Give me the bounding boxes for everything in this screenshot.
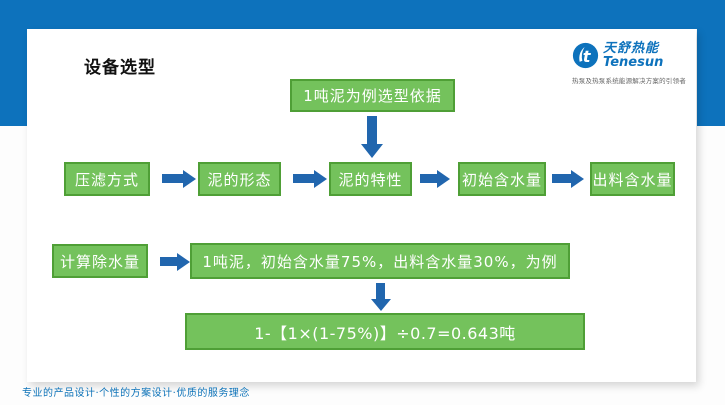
down-arrow-icon bbox=[376, 283, 385, 299]
right-arrow-icon bbox=[160, 257, 177, 266]
logo-tagline: 热泵及热泵系统能源解决方案的引领者 bbox=[572, 77, 686, 85]
flow-node-mud-form: 泥的形态 bbox=[198, 162, 281, 196]
slide-card: 设备选型 t 天舒热能 Tenesun 热泵及热泵系统能源解决方案的引领者 1吨… bbox=[27, 29, 696, 382]
svg-text:t: t bbox=[583, 47, 592, 66]
right-arrow-icon bbox=[293, 174, 314, 183]
flow-node-example: 1吨泥，初始含水量75%，出料含水量30%，为例 bbox=[190, 243, 570, 279]
right-arrow-icon bbox=[552, 174, 571, 183]
right-blue-band bbox=[697, 0, 725, 126]
down-arrow-icon bbox=[367, 116, 377, 144]
flow-node-mud-property: 泥的特性 bbox=[329, 162, 412, 196]
flow-node-basis: 1吨泥为例选型依据 bbox=[290, 79, 455, 112]
flow-node-initial-moisture: 初始含水量 bbox=[458, 162, 546, 196]
flow-node-output-moisture: 出料含水量 bbox=[590, 162, 675, 196]
top-blue-band bbox=[0, 0, 725, 29]
flow-node-calc-dewater: 计算除水量 bbox=[52, 244, 148, 278]
right-arrow-icon bbox=[420, 174, 437, 183]
logo-name-cn: 天舒热能 bbox=[603, 41, 660, 56]
right-arrow-icon bbox=[162, 174, 183, 183]
tenesun-logo-icon: t bbox=[572, 42, 599, 73]
down-arrow-head-icon bbox=[361, 144, 383, 158]
page-title: 设备选型 bbox=[84, 58, 156, 78]
left-blue-band bbox=[0, 0, 27, 126]
logo-name-en: Tenesun bbox=[603, 55, 664, 70]
down-arrow-head-icon bbox=[371, 299, 391, 311]
brand-logo: t 天舒热能 Tenesun 热泵及热泵系统能源解决方案的引领者 bbox=[572, 41, 692, 86]
flow-node-formula: 1-【1×(1-75%)】÷0.7=0.643吨 bbox=[185, 313, 585, 350]
flow-node-press-method: 压滤方式 bbox=[64, 162, 150, 196]
footer-slogan: 专业的产品设计·个性的方案设计·优质的服务理念 bbox=[22, 388, 250, 399]
